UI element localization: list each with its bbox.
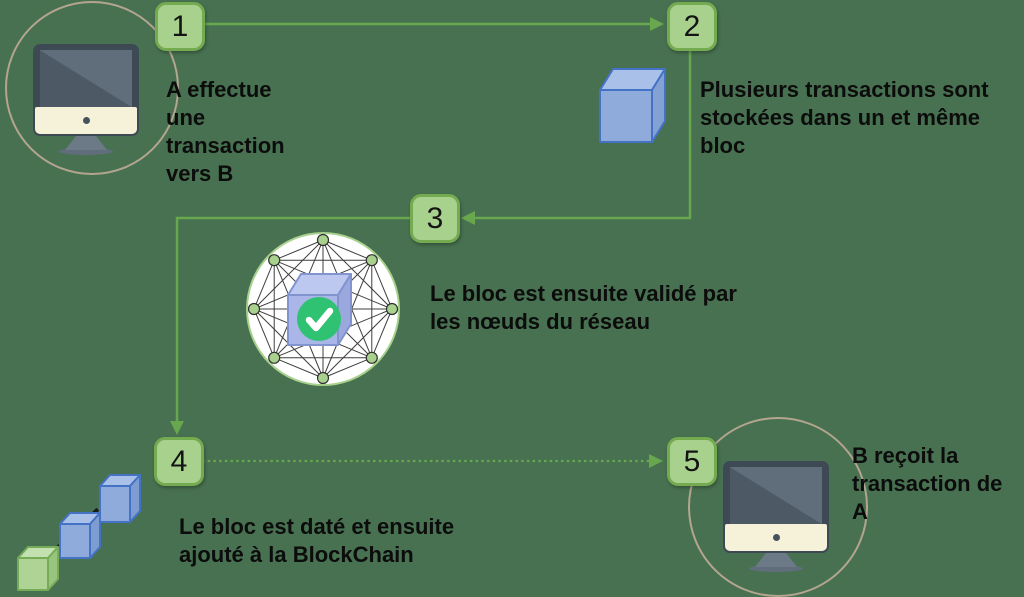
arrow-line-2-3 xyxy=(473,47,692,220)
arrowhead-right-icon xyxy=(650,17,664,31)
monitor-bezel xyxy=(33,44,139,136)
monitor-screen xyxy=(730,467,822,524)
monitor-stand xyxy=(65,136,107,150)
step-5-box: 5 xyxy=(667,437,717,486)
monitor-button-icon xyxy=(82,117,90,124)
monitor-base xyxy=(749,565,803,572)
monitor-bezel xyxy=(723,461,829,553)
chain-cube-green xyxy=(17,546,59,591)
step-1-number: 1 xyxy=(171,9,189,43)
computer-sender-icon xyxy=(33,44,139,155)
step-2-caption: Plusieurs transactions sont stockées dan… xyxy=(700,77,989,158)
check-icon xyxy=(297,297,341,341)
step-2-number: 2 xyxy=(683,9,701,43)
arrow-line-3-4 xyxy=(175,216,410,423)
step-2-box: 2 xyxy=(667,2,717,51)
step-4-box: 4 xyxy=(154,437,204,486)
arrowhead-down-icon xyxy=(170,421,184,435)
arrowhead-left-icon xyxy=(461,211,475,225)
arrowhead-right2-icon xyxy=(649,454,663,468)
monitor-stand xyxy=(755,553,797,567)
chain-cube-blue-top xyxy=(99,474,141,523)
chain-cube-blue-middle xyxy=(59,512,101,559)
step-1-caption: A effectue une transaction vers B xyxy=(166,77,285,186)
step-3-number: 3 xyxy=(426,201,444,235)
network-validation-icon xyxy=(246,232,400,386)
receiver-circle-outline xyxy=(688,417,868,597)
step-5-caption: B reçoit la transaction de A xyxy=(852,443,1003,524)
step-3-box: 3 xyxy=(410,194,460,243)
monitor-screen xyxy=(40,50,132,107)
monitor-chin xyxy=(35,107,137,134)
computer-receiver-icon xyxy=(723,461,829,572)
monitor-base xyxy=(59,148,113,155)
step-5-number: 5 xyxy=(683,444,701,478)
step-4-caption: Le bloc est daté et ensuite ajouté à la … xyxy=(179,514,455,567)
monitor-chin xyxy=(725,524,827,551)
block-cube-icon xyxy=(599,68,666,143)
monitor-button-icon xyxy=(772,534,780,541)
blockchain-cubes-icon xyxy=(17,474,141,591)
step-1-box: 1 xyxy=(155,2,205,51)
step-4-number: 4 xyxy=(170,444,188,478)
network-nodes xyxy=(247,233,399,385)
sender-circle-outline xyxy=(5,1,179,175)
step-3-caption: Le bloc est ensuite validé par les nœuds… xyxy=(430,281,737,334)
